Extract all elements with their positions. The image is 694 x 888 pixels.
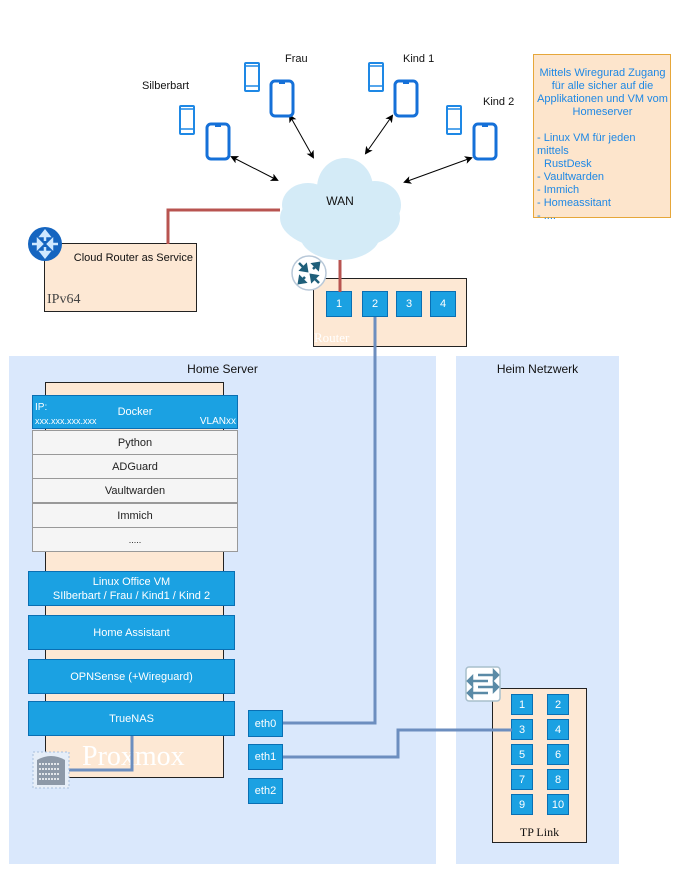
lan-link-router-eth0 xyxy=(283,317,377,725)
vm-home-assistant[interactable]: Home Assistant xyxy=(28,615,235,650)
phone-icon xyxy=(205,122,231,161)
vm-linux-users: SIlberbart / Frau / Kind1 / Kind 2 xyxy=(52,589,211,602)
tplink-label: TP Link xyxy=(519,825,560,839)
nic-eth2[interactable]: eth2 xyxy=(248,778,283,804)
switch-port-6[interactable]: 6 xyxy=(547,744,569,765)
cloud-router-sublabel: IPv64 xyxy=(47,292,81,307)
arrow-frau-wan xyxy=(289,114,314,159)
phone-icon xyxy=(368,62,384,92)
note-item: - Immich xyxy=(537,184,580,196)
cloud-router-box: Cloud Router as Service IPv64 xyxy=(44,243,197,312)
docker-label: Docker xyxy=(117,406,153,418)
nic-eth1[interactable]: eth1 xyxy=(248,744,283,770)
vm-opnsense[interactable]: OPNSense (+Wireguard) xyxy=(28,659,235,694)
switch-port-7[interactable]: 7 xyxy=(511,769,533,790)
arrow-kind1-wan xyxy=(364,114,394,155)
switch-port-5[interactable]: 5 xyxy=(511,744,533,765)
wan-cloud xyxy=(280,158,401,260)
router-port-2[interactable]: 2 xyxy=(362,291,388,317)
switch-port-8[interactable]: 8 xyxy=(547,769,569,790)
switch-port-1[interactable]: 1 xyxy=(511,694,533,715)
phone-icon xyxy=(472,122,498,161)
arrow-kind2-wan xyxy=(403,156,473,184)
note-item: - Homeassitant xyxy=(537,197,611,209)
storage-server-icon xyxy=(32,751,70,789)
info-note: Mittels Wiregurad Zugang für alle sicher… xyxy=(533,54,671,222)
router-port-1[interactable]: 1 xyxy=(326,291,352,317)
router-port-3[interactable]: 3 xyxy=(396,291,422,317)
container-python[interactable]: Python xyxy=(32,430,238,455)
device-label-frau: Frau xyxy=(285,53,308,65)
router-label: Router xyxy=(314,330,350,345)
container-vaultwarden[interactable]: Vaultwarden xyxy=(32,478,238,503)
docker-ip-value: xxx.xxx.xxx.xxx xyxy=(35,416,97,426)
truenas-storage-link xyxy=(69,736,134,772)
lan-link-eth1-switch xyxy=(283,728,512,759)
container-more[interactable]: ..... xyxy=(32,527,238,552)
docker-ip-label: IP: xyxy=(35,402,48,413)
wan-label: WAN xyxy=(326,194,354,208)
heim-netzwerk-title: Heim Netzwerk xyxy=(496,362,579,376)
wan-link-cloud-router xyxy=(166,208,280,244)
router-port-4[interactable]: 4 xyxy=(430,291,456,317)
note-item: - Vaultwarden xyxy=(537,171,605,183)
phone-icon xyxy=(393,79,419,118)
container-adguard[interactable]: ADGuard xyxy=(32,454,238,479)
switch-port-9[interactable]: 9 xyxy=(511,794,533,815)
switch-port-10[interactable]: 10 xyxy=(547,794,569,815)
home-server-title: Home Server xyxy=(187,362,258,376)
nic-eth0[interactable]: eth0 xyxy=(248,710,283,737)
device-label-silberbart: Silberbart xyxy=(142,80,189,92)
docker-vlan: VLANxx xyxy=(199,416,236,427)
switch-port-4[interactable]: 4 xyxy=(547,719,569,740)
phone-icon xyxy=(446,105,462,135)
device-label-kind1: Kind 1 xyxy=(403,53,434,65)
cloud-router-label: Cloud Router as Service xyxy=(73,252,193,264)
device-label-kind2: Kind 2 xyxy=(483,96,514,108)
phone-icon xyxy=(269,79,295,118)
vm-linux-office[interactable]: Linux Office VM SIlberbart / Frau / Kind… xyxy=(28,571,235,606)
note-item: - .... xyxy=(537,210,556,222)
vm-linux-label: Linux Office VM xyxy=(92,575,171,588)
phone-icon xyxy=(179,105,195,135)
router-icon xyxy=(291,255,327,291)
tplink-switch: TP Link xyxy=(492,688,587,843)
note-item: RustDesk xyxy=(544,158,592,170)
router-icon xyxy=(28,227,62,261)
note-item: - Linux VM für jeden mittels xyxy=(537,132,636,157)
switch-port-2[interactable]: 2 xyxy=(547,694,569,715)
note-intro: Mittels Wiregurad Zugang für alle sicher… xyxy=(537,67,668,118)
vm-truenas[interactable]: TrueNAS xyxy=(28,701,235,736)
docker-box[interactable]: Docker IP: xxx.xxx.xxx.xxx VLANxx xyxy=(32,395,238,429)
switch-icon xyxy=(465,666,501,702)
phone-icon xyxy=(244,62,260,92)
arrow-silberbart-wan xyxy=(230,156,279,181)
